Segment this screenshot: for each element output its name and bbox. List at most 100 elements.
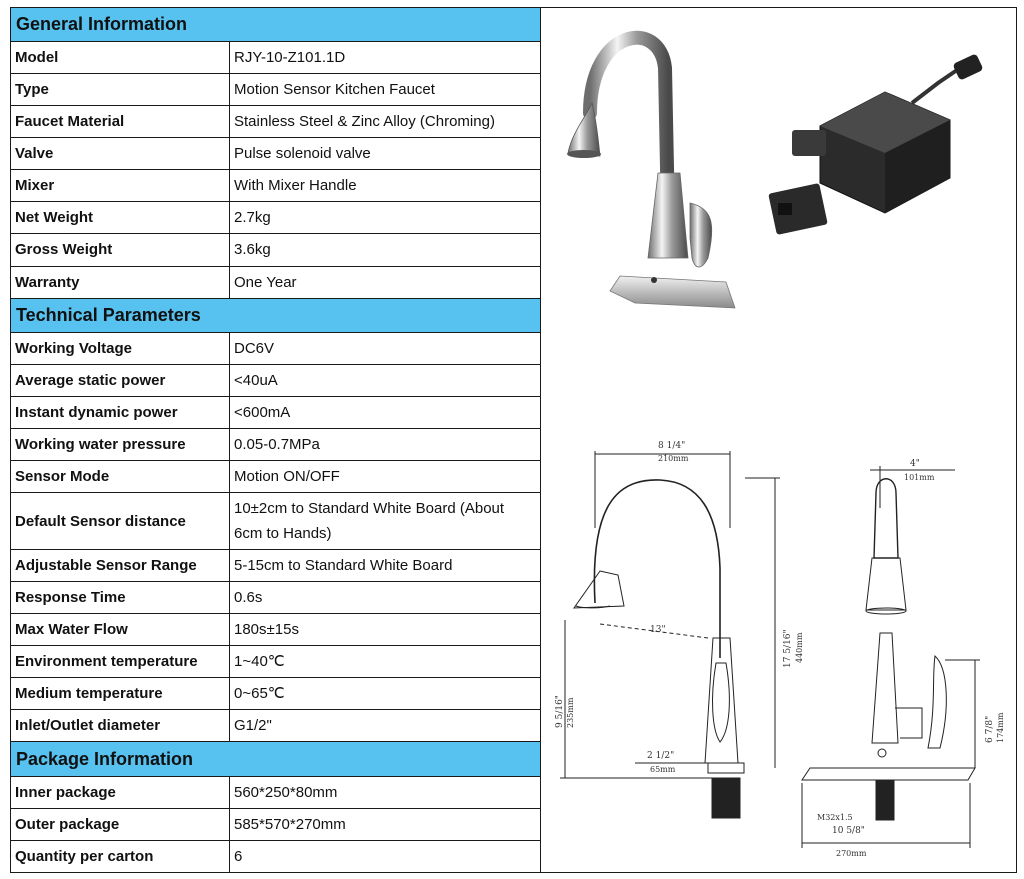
faucet-photo <box>567 30 736 309</box>
spec-value: 180s±15s <box>229 613 541 647</box>
side-plate-in: 10 5/8" <box>832 826 865 836</box>
spec-value: Pulse solenoid valve <box>229 137 541 171</box>
spec-label: Net Weight <box>10 201 230 235</box>
front-height-mm: 440mm <box>795 632 804 663</box>
spec-label: Quantity per carton <box>10 839 230 874</box>
front-dimension-drawing <box>560 451 780 819</box>
section-header-technical-parameters: Technical Parameters <box>10 297 541 333</box>
spec-value: RJY-10-Z101.1D <box>229 41 541 75</box>
section-header-general-information: General Information <box>10 6 541 43</box>
spec-value: 0.6s <box>229 581 541 615</box>
spec-value: One Year <box>229 265 541 299</box>
front-base-in: 2 1/2" <box>647 751 674 761</box>
front-spout-in: 9 5/16" <box>555 695 565 728</box>
spec-label: Inner package <box>10 775 230 809</box>
side-dimension-labels: 4" 101mm 6 7/8" 174mm M32x1.5 10 5/8" 27… <box>817 459 1005 858</box>
spec-value: <600mA <box>229 395 541 429</box>
spec-value: 0.05-0.7MPa <box>229 427 541 461</box>
side-top-in: 4" <box>910 459 920 469</box>
spec-row-average-static-power: Average static power<40uA <box>10 363 541 397</box>
spec-row-instant-dynamic-power: Instant dynamic power<600mA <box>10 395 541 429</box>
spec-value: 2.7kg <box>229 201 541 235</box>
spec-label: Inlet/Outlet diameter <box>10 709 230 743</box>
spec-value: Stainless Steel & Zinc Alloy (Chroming) <box>229 105 541 139</box>
spec-label: Faucet Material <box>10 105 230 139</box>
spec-label: Response Time <box>10 581 230 615</box>
section-title: Technical Parameters <box>10 297 541 333</box>
spec-value: G1/2" <box>229 709 541 743</box>
spec-label: Average static power <box>10 363 230 397</box>
spec-value: 585*570*270mm <box>229 807 541 841</box>
spec-label: Mixer <box>10 169 230 203</box>
spec-value: 3.6kg <box>229 233 541 267</box>
section-title: General Information <box>10 6 541 43</box>
product-images-panel: 8 1/4" 210mm 13" 17 5/16" 440mm 9 5/16" … <box>540 7 1017 873</box>
front-width-in: 8 1/4" <box>658 441 685 451</box>
spec-label: Working Voltage <box>10 331 230 365</box>
spec-label: Outer package <box>10 807 230 841</box>
spec-value: Motion Sensor Kitchen Faucet <box>229 73 541 107</box>
spec-label: Adjustable Sensor Range <box>10 549 230 583</box>
spec-value: <40uA <box>229 363 541 397</box>
spec-label: Max Water Flow <box>10 613 230 647</box>
front-height-in: 17 5/16" <box>783 629 793 668</box>
side-top-mm: 101mm <box>904 473 935 482</box>
section-header-package-information: Package Information <box>10 741 541 777</box>
front-dimension-labels: 8 1/4" 210mm 13" 17 5/16" 440mm 9 5/16" … <box>555 441 804 774</box>
spec-label: Warranty <box>10 265 230 299</box>
front-base-mm: 65mm <box>650 765 676 774</box>
spec-label: Medium temperature <box>10 677 230 711</box>
spec-value: 1~40℃ <box>229 645 541 679</box>
spec-label: Environment temperature <box>10 645 230 679</box>
spec-label: Type <box>10 73 230 107</box>
front-width-mm: 210mm <box>658 454 689 463</box>
control-box-photo <box>768 54 983 235</box>
section-title: Package Information <box>10 741 541 777</box>
spec-label: Valve <box>10 137 230 171</box>
spec-value: With Mixer Handle <box>229 169 541 203</box>
spec-label: Instant dynamic power <box>10 395 230 429</box>
spec-value: Motion ON/OFF <box>229 459 541 493</box>
spec-value: 0~65℃ <box>229 677 541 711</box>
spec-label: Sensor Mode <box>10 459 230 493</box>
spec-value: DC6V <box>229 331 541 365</box>
spec-label: Working water pressure <box>10 427 230 461</box>
side-thread: M32x1.5 <box>817 813 853 822</box>
front-spout-mm: 235mm <box>566 697 575 728</box>
spec-label: Default Sensor distance <box>10 491 230 551</box>
side-plate-mm: 270mm <box>836 849 867 858</box>
spec-value: 10±2cm to Standard White Board (About 6c… <box>229 491 541 551</box>
spec-value: 6 <box>229 839 541 874</box>
front-reach-in: 13" <box>650 625 666 635</box>
side-handle-in: 6 7/8" <box>985 716 995 743</box>
spec-label: Model <box>10 41 230 75</box>
spec-value: 560*250*80mm <box>229 775 541 809</box>
side-handle-mm: 174mm <box>996 712 1005 743</box>
spec-value: 5-15cm to Standard White Board <box>229 549 541 583</box>
side-dimension-drawing <box>801 466 980 848</box>
product-illustrations: 8 1/4" 210mm 13" 17 5/16" 440mm 9 5/16" … <box>555 30 1005 858</box>
